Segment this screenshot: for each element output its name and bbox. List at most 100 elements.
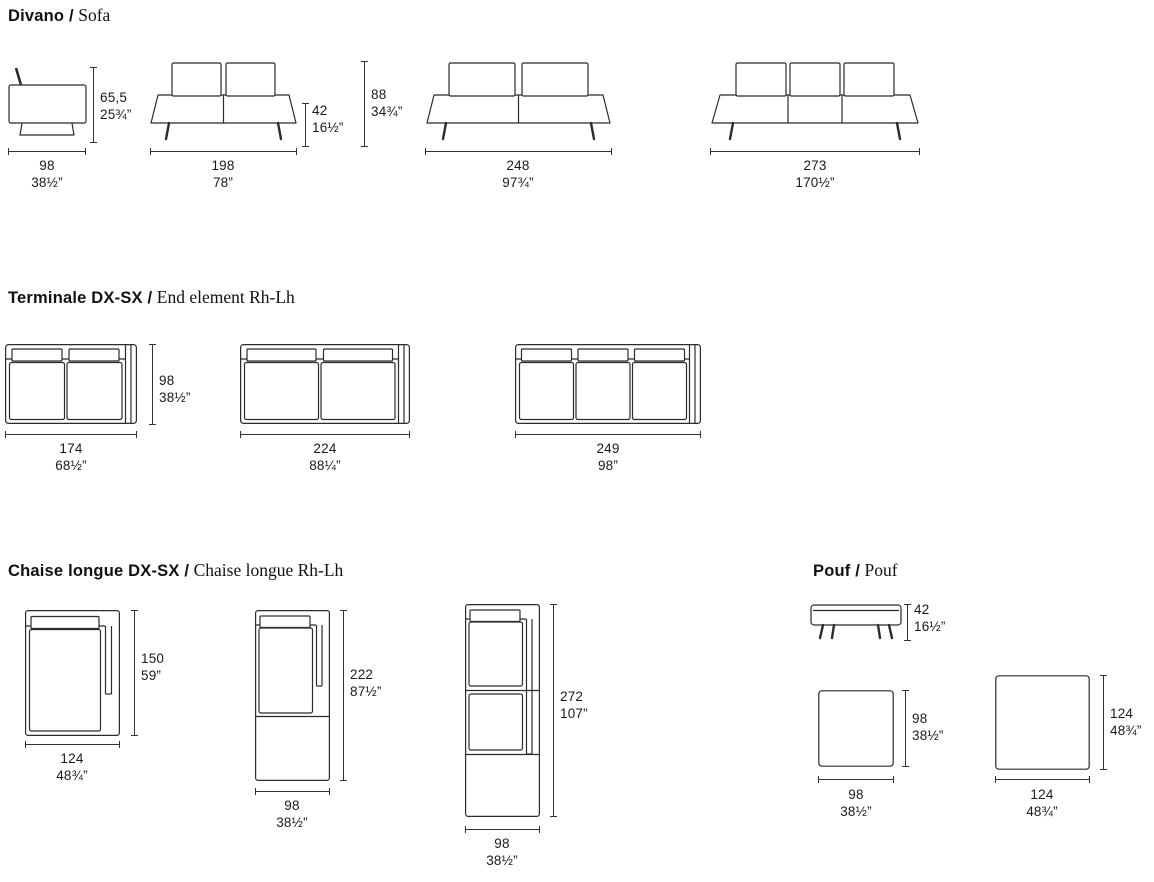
section-title-chaise: Chaise longue DX-SX / Chaise longue Rh-L… [8,560,343,581]
dim-cm: 98 [284,798,300,813]
title-italian: Divano / [8,7,74,25]
end-element-depth-label: 98 38½” [159,372,191,406]
dimension-line-end-element-249-width [515,431,701,438]
dim-in: 68½” [55,458,87,473]
sofa-198-width-label: 198 78” [211,157,234,191]
end-element-249-width-label: 249 98” [596,440,619,474]
sofa-198-drawing [150,60,297,146]
sofa-248-drawing [425,60,612,146]
chaise-124-svg [25,610,120,736]
pouf-height-label: 42 16½” [914,601,946,635]
dimension-line-chaise-222-width [255,788,330,795]
dim-in: 48¾” [1026,804,1058,819]
dimension-line-chaise-222-depth [340,610,347,781]
dim-in: 16½” [312,120,344,135]
end-element-174-drawing [5,344,137,424]
end-element-249-drawing [515,344,701,424]
dimension-line-sofa-273-width [710,148,920,155]
dim-cm: 98 [848,787,864,802]
sofa-248-width-label: 248 97¾” [502,157,534,191]
dimension-line-seat-height [302,103,309,147]
sofa-total-height-label: 88 34¾” [371,86,403,120]
dimension-line-chaise-272-width [465,826,540,833]
dimension-line-pouf-124-depth [1100,675,1107,770]
sofa-side-height-label: 65,5 25¾” [100,89,132,123]
section-title-terminale: Terminale DX-SX / End element Rh-Lh [8,287,295,308]
sofa-side-view-drawing [8,66,88,144]
pouf-98-depth-label: 98 38½” [912,710,944,744]
dim-in: 48¾” [1110,723,1142,738]
section-title-pouf: Pouf / Pouf [813,560,898,581]
dim-cm: 124 [1030,787,1054,802]
dim-cm: 124 [1110,706,1134,721]
end-element-174-width-label: 174 68½” [55,440,87,474]
dimension-line-chaise-124-width [25,741,120,748]
end-element-224-drawing [240,344,410,424]
dim-in: 98” [597,458,619,473]
chaise-272-width-label: 98 38½” [486,835,518,869]
sofa-side-view-svg [8,67,87,136]
dim-in: 48¾” [56,768,88,783]
section-title-divano: Divano / Sofa [8,5,110,26]
sofa-side-width-label: 98 38½” [31,157,63,191]
title-english: Sofa [78,5,111,25]
dimension-line-sofa-height [90,67,97,143]
dim-in: 34¾” [371,104,403,119]
dimension-line-end-element-224-width [240,431,410,438]
dim-cm: 273 [803,158,827,173]
dim-cm: 88 [371,87,387,102]
dim-in: 38½” [31,175,63,190]
dim-in: 170½” [795,175,835,190]
dim-cm: 198 [211,158,235,173]
dim-cm: 42 [312,103,328,118]
dimension-line-pouf-98-depth [902,690,909,767]
dim-cm: 248 [506,158,530,173]
dim-cm: 272 [560,689,584,704]
dimension-line-end-element-depth [149,344,156,425]
pouf-side-view-drawing [810,604,902,641]
dim-cm: 98 [39,158,55,173]
end-element-174-svg [5,344,137,424]
dim-in: 38½” [159,390,191,405]
dim-cm: 65,5 [100,90,128,105]
chaise-222-drawing [255,610,330,781]
dim-in: 38½” [912,728,944,743]
dim-in: 78” [212,175,234,190]
pouf-98-plan-svg [818,690,894,767]
dim-cm: 222 [350,667,374,682]
dimension-line-end-element-174-width [5,431,137,438]
dimension-line-chaise-272-depth [550,604,557,817]
dimension-line-sofa-248-width [425,148,612,155]
pouf-side-view-svg [810,604,902,640]
dim-in: 38½” [276,815,308,830]
dim-in: 38½” [840,804,872,819]
title-italian: Terminale DX-SX / [8,289,153,307]
title-english: Chaise longue Rh-Lh [193,560,344,580]
dimension-line-chaise-124-depth [131,610,138,736]
dim-cm: 224 [313,441,337,456]
chaise-124-drawing [25,610,120,736]
dimension-line-pouf-124-width [995,776,1090,783]
chaise-222-width-label: 98 38½” [276,797,308,831]
title-english: End element Rh-Lh [156,287,295,307]
pouf-124-plan-svg [995,675,1090,770]
pouf-98-width-label: 98 38½” [840,786,872,820]
end-element-249-svg [515,344,701,424]
sofa-273-svg [711,62,919,141]
chaise-222-depth-label: 222 87½” [350,666,382,700]
dim-in: 88¼” [309,458,341,473]
sofa-seat-height-label: 42 16½” [312,102,344,136]
dim-cm: 98 [912,711,928,726]
sofa-273-drawing [710,60,920,146]
sofa-248-svg [426,62,611,141]
chaise-222-svg [255,610,330,781]
dimension-line-sofa-198-width [150,148,297,155]
dim-cm: 174 [59,441,83,456]
pouf-124-depth-label: 124 48¾” [1110,705,1142,739]
pouf-124-width-label: 124 48¾” [1026,786,1058,820]
end-element-224-svg [240,344,410,424]
title-english: Pouf [864,560,898,580]
dim-in: 16½” [914,619,946,634]
chaise-272-depth-label: 272 107” [560,688,588,722]
